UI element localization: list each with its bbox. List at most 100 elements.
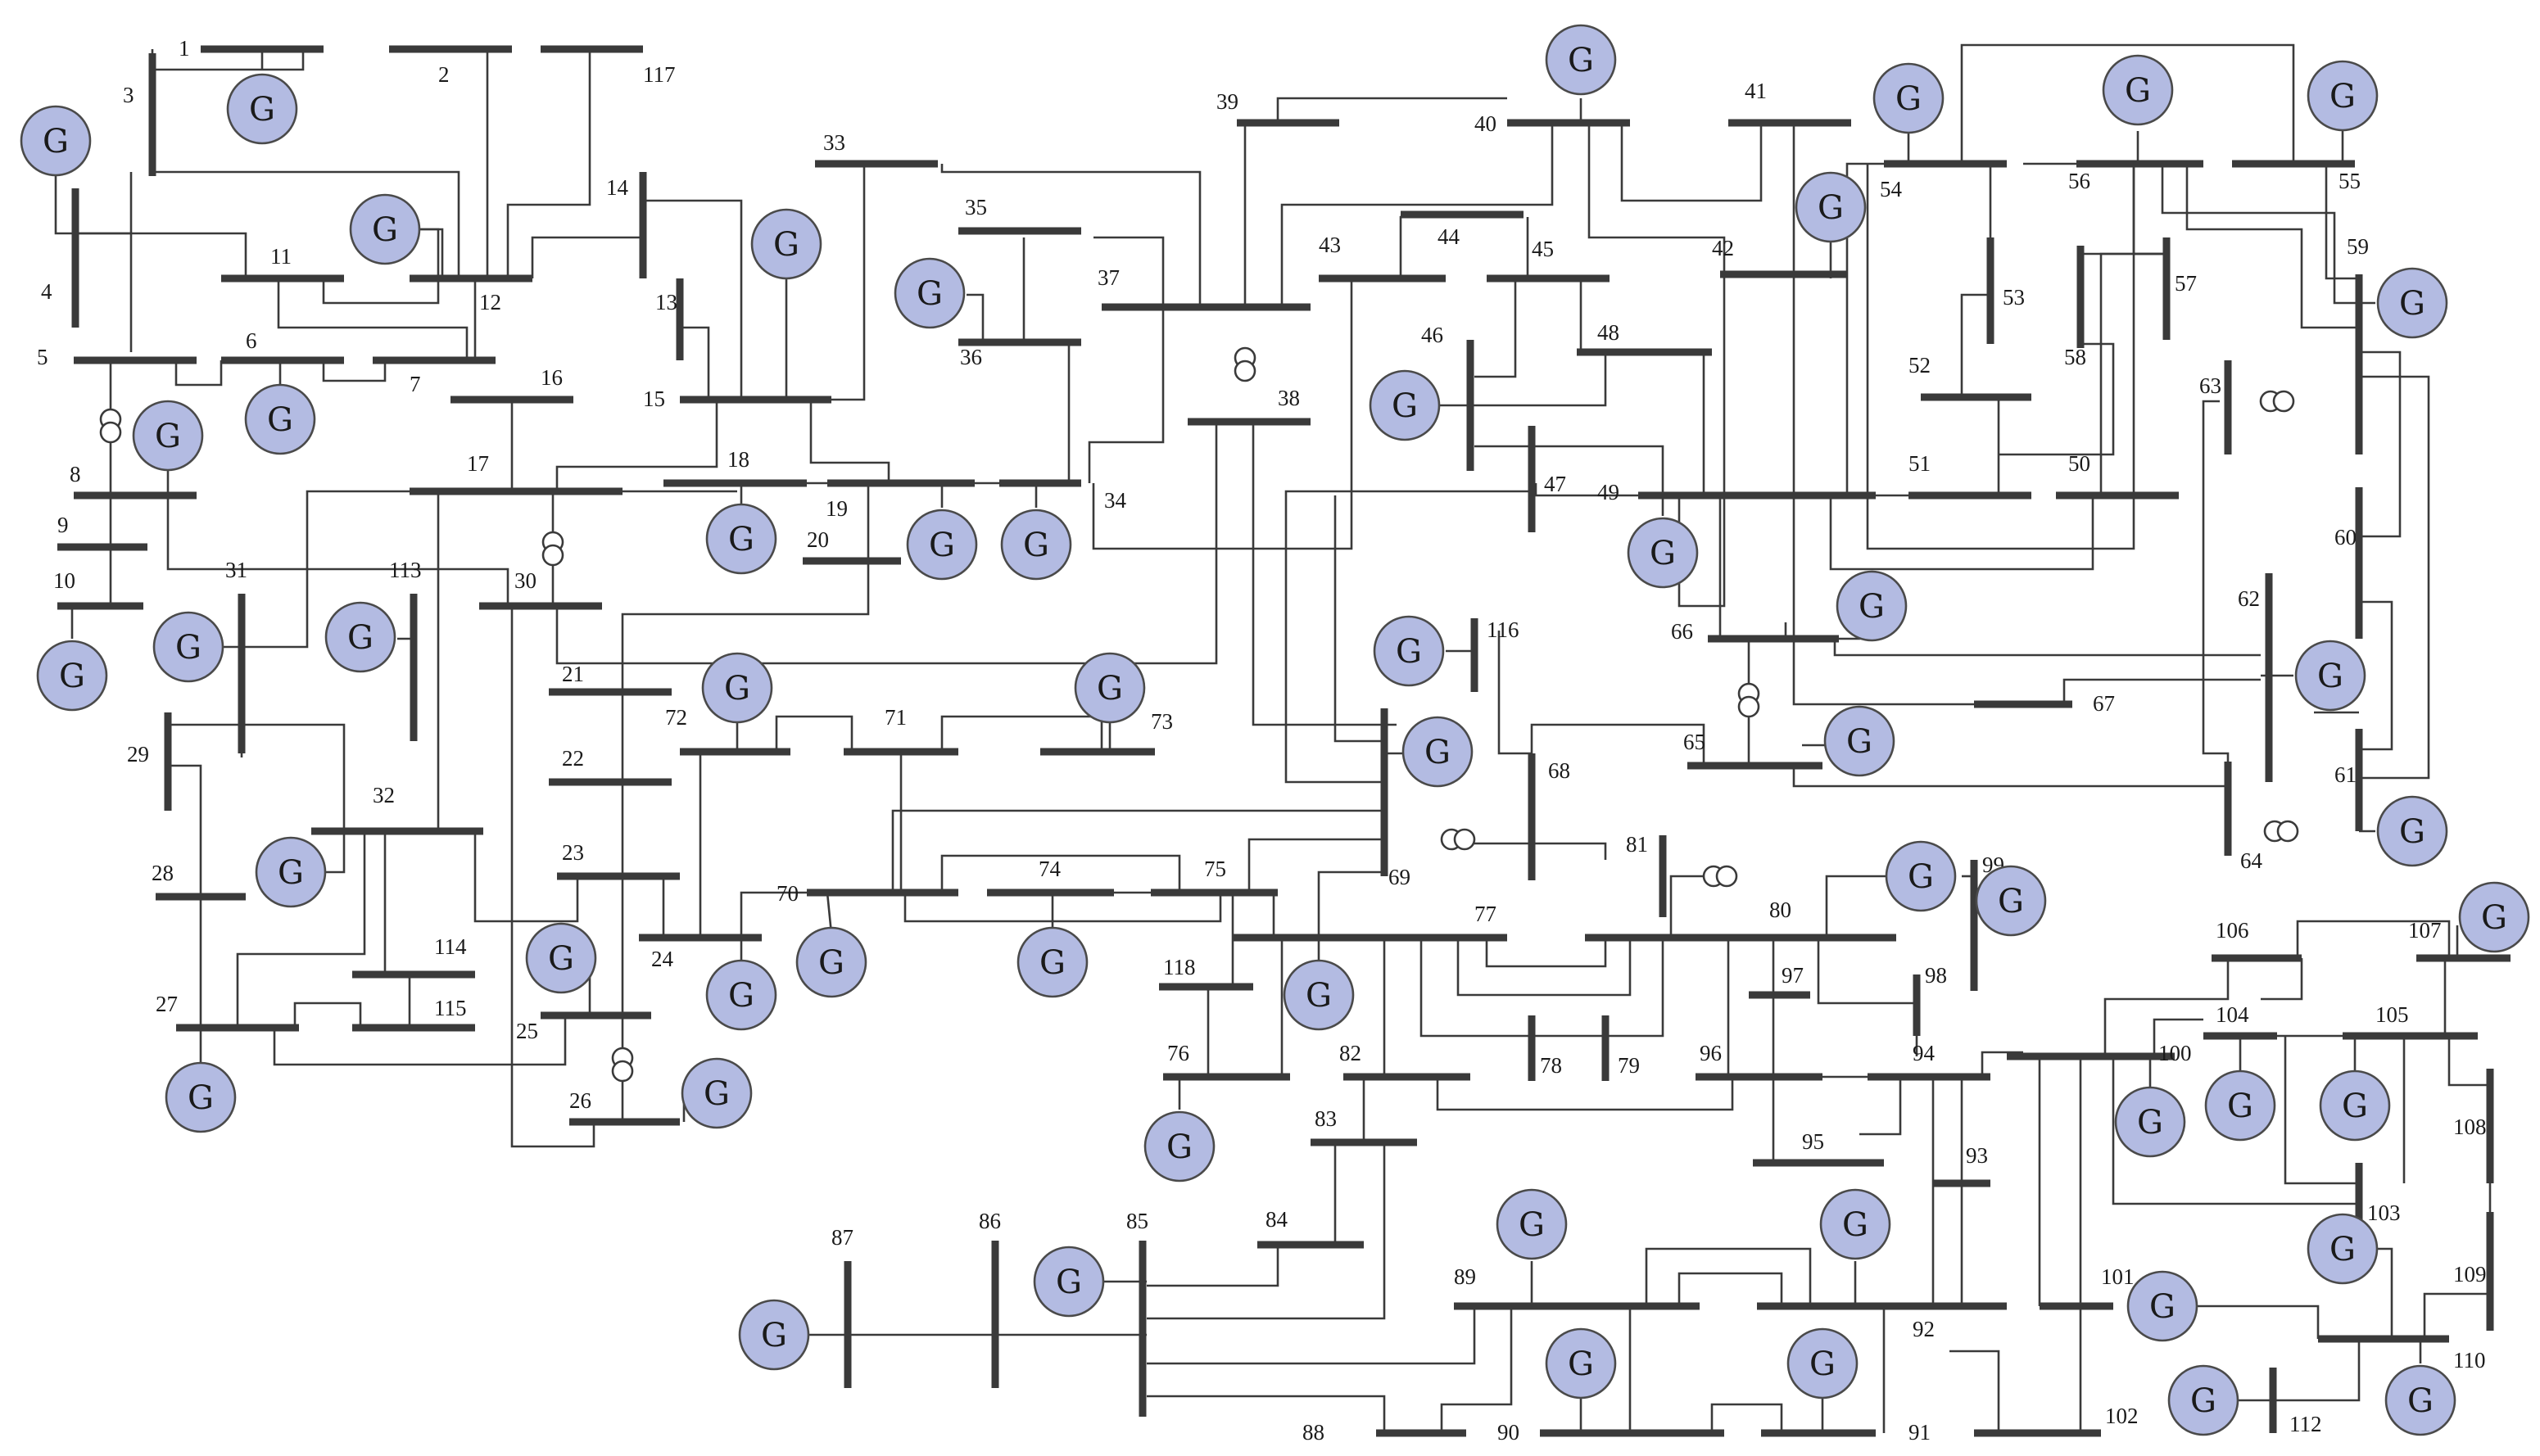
generator-99: G (1975, 865, 2047, 937)
generator-icon (1545, 1327, 1617, 1399)
generator-icon (1975, 865, 2047, 937)
bus-label: 67 (2093, 691, 2115, 716)
bus-54: 54 (1880, 160, 2007, 201)
bus-label: 25 (516, 1019, 538, 1043)
generator-symbol: G (175, 629, 201, 667)
bus-label: 74 (1039, 857, 1062, 881)
bus-label: 108 (2453, 1115, 2487, 1139)
generator-symbol: G (1859, 588, 1885, 626)
bus-10: 10 (53, 568, 143, 610)
line-15-19 (809, 400, 890, 483)
line-46-47 (1474, 445, 1664, 495)
generator-icon (525, 922, 597, 994)
bus-89: 89 (1454, 1264, 1700, 1310)
bus-label: 20 (807, 527, 829, 552)
bus-93: 93 (1933, 1143, 1990, 1187)
line-45-49 (1579, 278, 1705, 495)
bus-label: 106 (2216, 918, 2249, 943)
generator-70: G (795, 926, 867, 998)
bus-label: 101 (2101, 1264, 2135, 1289)
line-62-66 (1833, 639, 2261, 657)
bus-16: 16 (450, 365, 573, 404)
line-100-106 (2103, 958, 2230, 1056)
line-47-69 (1284, 490, 1536, 784)
line-3-12 (152, 170, 460, 278)
line-68-116 (1497, 631, 1532, 755)
bus-label: 90 (1497, 1420, 1519, 1445)
bus-11: 11 (221, 244, 344, 283)
generator-symbol: G (818, 944, 844, 982)
bus-104: 104 (2203, 1002, 2277, 1040)
bus-label: 21 (562, 662, 584, 686)
line-54-59 (1866, 164, 2135, 550)
generator-54: G (1872, 62, 1945, 134)
line-64-65 (1792, 766, 2228, 788)
bus-label: 46 (1421, 323, 1443, 347)
generator-symbol: G (2329, 78, 2356, 115)
generator-42: G (1795, 171, 1867, 243)
bus-label: 92 (1913, 1317, 1935, 1341)
generator-85: G (1033, 1246, 1105, 1318)
generator-symbol: G (2317, 658, 2343, 695)
generator-62: G (2294, 640, 2366, 712)
bus-label: 36 (960, 345, 982, 369)
bus-label: 80 (1769, 898, 1791, 922)
generator-icon (2307, 1213, 2379, 1285)
bus-106: 106 (2212, 918, 2302, 962)
generator-symbol: G (267, 401, 293, 439)
generator-icon (1373, 615, 1445, 687)
generator-31: G (152, 611, 224, 683)
bus-label: 63 (2199, 373, 2221, 398)
bus-48: 48 (1577, 320, 1712, 356)
line-62-67 (2062, 678, 2261, 704)
bus-77: 77 (1233, 902, 1507, 942)
line-70-75 (903, 893, 1222, 923)
bus-label: 33 (823, 130, 845, 155)
generator-12: G (349, 193, 421, 265)
bus-label: 38 (1278, 386, 1300, 410)
bus-118: 118 (1159, 955, 1253, 991)
bus-label: 87 (831, 1225, 853, 1250)
line-14-15 (643, 199, 743, 400)
generator-61: G (2376, 795, 2448, 867)
bus-label: 72 (665, 705, 687, 730)
bus-45: 45 (1487, 237, 1610, 283)
line-15-17 (555, 400, 718, 491)
generator-symbol: G (929, 527, 955, 564)
line-63-64 (2202, 400, 2230, 786)
generator-56: G (2102, 54, 2174, 126)
line-106-107 (2296, 920, 2451, 958)
bus-label: 7 (410, 372, 421, 396)
bus-label: 19 (826, 496, 848, 521)
bus-label: 96 (1700, 1041, 1722, 1065)
generator-72: G (701, 652, 773, 724)
bus-label: 91 (1908, 1420, 1931, 1445)
line-70-74 (940, 854, 1181, 893)
bus-9: 9 (57, 513, 147, 551)
line-56-59b (2185, 164, 2359, 329)
generator-65: G (1823, 705, 1895, 777)
generator-25: G (525, 922, 597, 994)
bus-label: 70 (776, 881, 799, 906)
bus-49: 49 (1597, 480, 1876, 504)
bus-115: 115 (352, 996, 475, 1032)
bus-label: 75 (1204, 857, 1226, 881)
line-52-53 (1960, 293, 1990, 397)
generator-symbol: G (773, 226, 799, 264)
transformer-37-38 (1234, 346, 1256, 382)
generator-icon (1000, 509, 1072, 581)
bus-112: 112 (2269, 1368, 2322, 1436)
line-49-69 (1333, 495, 1384, 743)
generator-66: G (1836, 570, 1908, 642)
bus-label: 84 (1265, 1207, 1288, 1232)
bus-label: 109 (2453, 1262, 2487, 1286)
bus-109: 109 (2453, 1212, 2494, 1331)
generator-symbol: G (2407, 1382, 2434, 1420)
transformer-icon (1234, 359, 1256, 382)
bus-label: 65 (1683, 730, 1705, 754)
bus-73: 73 (1040, 709, 1173, 756)
line-68-81 (1532, 842, 1607, 860)
bus-116: 116 (1470, 617, 1519, 692)
generator-icon (2307, 60, 2379, 132)
